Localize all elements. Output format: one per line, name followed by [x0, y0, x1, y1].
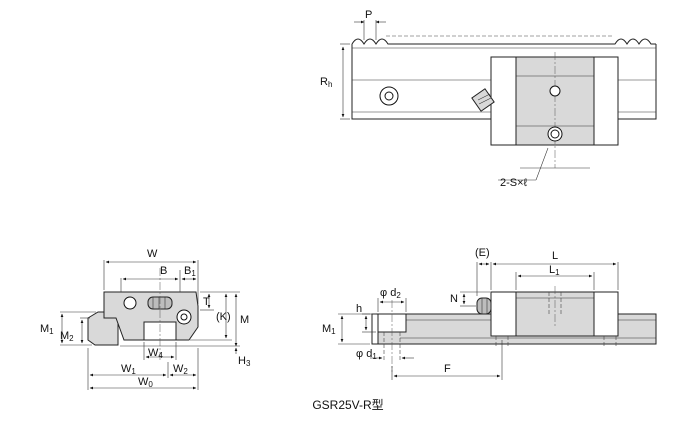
label-width: W — [147, 248, 158, 260]
block-tapped-hole-upper — [549, 85, 561, 97]
label-b: B — [160, 265, 167, 277]
label-d1: φ d1 — [356, 348, 377, 361]
label-f: F — [444, 363, 451, 375]
label-n: N — [450, 293, 458, 305]
rail-section — [87, 311, 119, 346]
label-w1: W1 — [121, 363, 136, 376]
label-m2: M2 — [60, 330, 74, 343]
label-b1: B1 — [184, 265, 196, 278]
top-view: P Rh 2-S×ℓ — [320, 9, 657, 189]
side-view: (E) L L1 N φ d2 h φ d1 M1 — [322, 247, 657, 380]
label-w0: W0 — [138, 376, 153, 389]
label-w4: W4 — [148, 347, 163, 360]
label-screw-note: 2-S×ℓ — [500, 177, 528, 189]
caption-text: GSR25V-R型 — [312, 398, 384, 412]
label-k: (K) — [216, 311, 231, 323]
grease-nipple-icon — [471, 88, 495, 112]
block-tapped-hole-lower — [550, 129, 560, 139]
label-w2: W2 — [173, 363, 188, 376]
grease-nipple-side-icon — [476, 297, 492, 315]
label-m1: M1 — [40, 323, 54, 336]
label-pitch: P — [365, 9, 372, 21]
label-t: T — [203, 296, 210, 308]
label-l: L — [552, 250, 558, 262]
label-d2: φ d2 — [380, 287, 401, 300]
label-l1: L1 — [549, 264, 560, 277]
label-h: h — [356, 303, 362, 315]
label-m1-side: M1 — [322, 323, 336, 336]
label-rail-height: Rh — [320, 76, 332, 89]
end-view: W B B1 T (K) M H3 M1 M2 W4 — [40, 248, 251, 390]
label-h3: H3 — [238, 355, 251, 368]
label-m: M — [240, 314, 249, 326]
figure-caption: GSR25V-R型 — [0, 396, 700, 413]
label-e: (E) — [475, 247, 490, 259]
